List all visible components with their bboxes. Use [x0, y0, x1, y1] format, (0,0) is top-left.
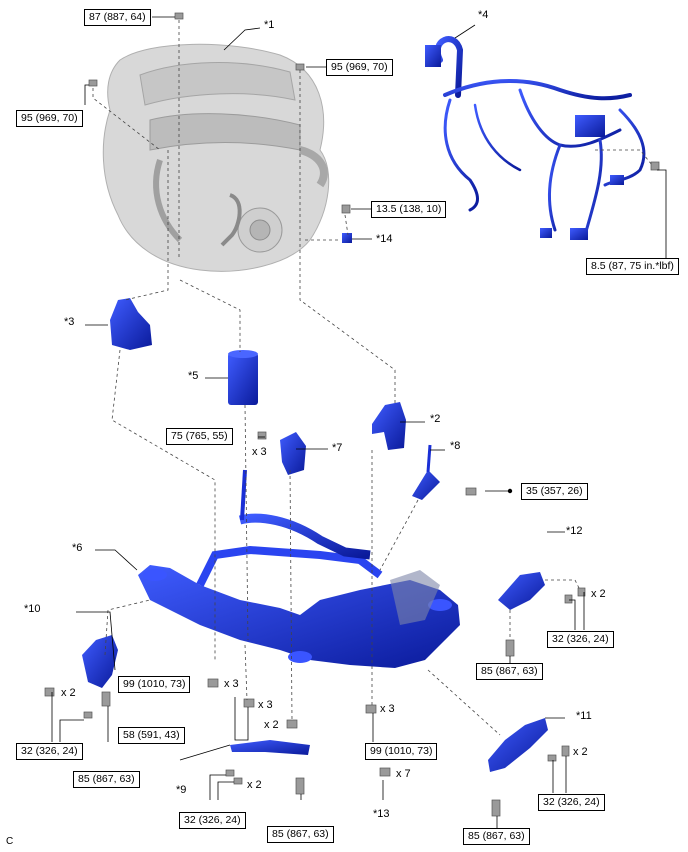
callout-3: *3	[64, 316, 75, 328]
torque-box: 75 (765, 55)	[166, 428, 233, 445]
bracket-8	[412, 444, 440, 500]
torque-box: 99 (1010, 73)	[118, 676, 191, 693]
callout-8: *8	[450, 440, 461, 452]
leader-lines	[51, 16, 667, 828]
callout-9: *9	[176, 784, 187, 796]
quantity-label: x 3	[380, 703, 395, 715]
dashed-alignment-lines	[92, 20, 653, 736]
dot-markers	[507, 488, 513, 494]
torque-box: 32 (326, 24)	[179, 812, 246, 829]
callout-1: *1	[264, 19, 275, 31]
torque-box: 8.5 (87, 75 in.*lbf)	[586, 258, 679, 275]
engine-mount-5	[228, 350, 258, 405]
torque-box: 85 (867, 63)	[73, 771, 140, 788]
quantity-label: x 2	[247, 779, 262, 791]
wire-harness	[425, 36, 646, 240]
callout-5: *5	[188, 370, 199, 382]
torque-box: 32 (326, 24)	[16, 743, 83, 760]
torque-box: 32 (326, 24)	[547, 631, 614, 648]
figure-code: C	[6, 836, 14, 847]
quantity-label: x 7	[396, 768, 411, 780]
engine-mount-3	[110, 298, 152, 350]
callout-10: *10	[24, 603, 41, 615]
quantity-label: x 2	[591, 588, 606, 600]
plate-9	[230, 740, 310, 755]
torque-box: 32 (326, 24)	[538, 794, 605, 811]
bracket-10	[82, 635, 118, 688]
callout-2: *2	[430, 413, 441, 425]
quantity-label: x 3	[224, 678, 239, 690]
callout-14: *14	[376, 233, 393, 245]
callout-12: *12	[566, 525, 583, 537]
callout-11: *11	[576, 710, 592, 722]
torque-box: 85 (867, 63)	[267, 826, 334, 843]
engine-mount-2	[372, 402, 406, 450]
torque-box: 85 (867, 63)	[476, 663, 543, 680]
quantity-label: x 3	[252, 446, 267, 458]
callout-7: *7	[332, 442, 343, 454]
quantity-label: x 2	[573, 746, 588, 758]
torque-box: 87 (887, 64)	[84, 9, 151, 26]
torque-box: 35 (357, 26)	[521, 483, 588, 500]
torque-box: 95 (969, 70)	[16, 110, 83, 127]
engine-assembly	[102, 43, 330, 272]
torque-box: 95 (969, 70)	[326, 59, 393, 76]
callout-4: *4	[478, 9, 489, 21]
front-suspension-crossmember	[138, 469, 460, 668]
bracket-12	[498, 572, 545, 610]
bracket-7	[280, 432, 306, 475]
quantity-label: x 2	[61, 687, 76, 699]
sensor-14	[342, 233, 352, 243]
fasteners	[44, 12, 660, 817]
quantity-label: x 3	[258, 699, 273, 711]
torque-box: 58 (591, 43)	[118, 727, 185, 744]
torque-box: 85 (867, 63)	[463, 828, 530, 845]
callout-6: *6	[72, 542, 83, 554]
torque-box: 13.5 (138, 10)	[371, 201, 447, 218]
bracket-11	[488, 718, 548, 772]
torque-box: 99 (1010, 73)	[365, 743, 438, 760]
quantity-label: x 2	[264, 719, 279, 731]
callout-13: *13	[373, 808, 390, 820]
